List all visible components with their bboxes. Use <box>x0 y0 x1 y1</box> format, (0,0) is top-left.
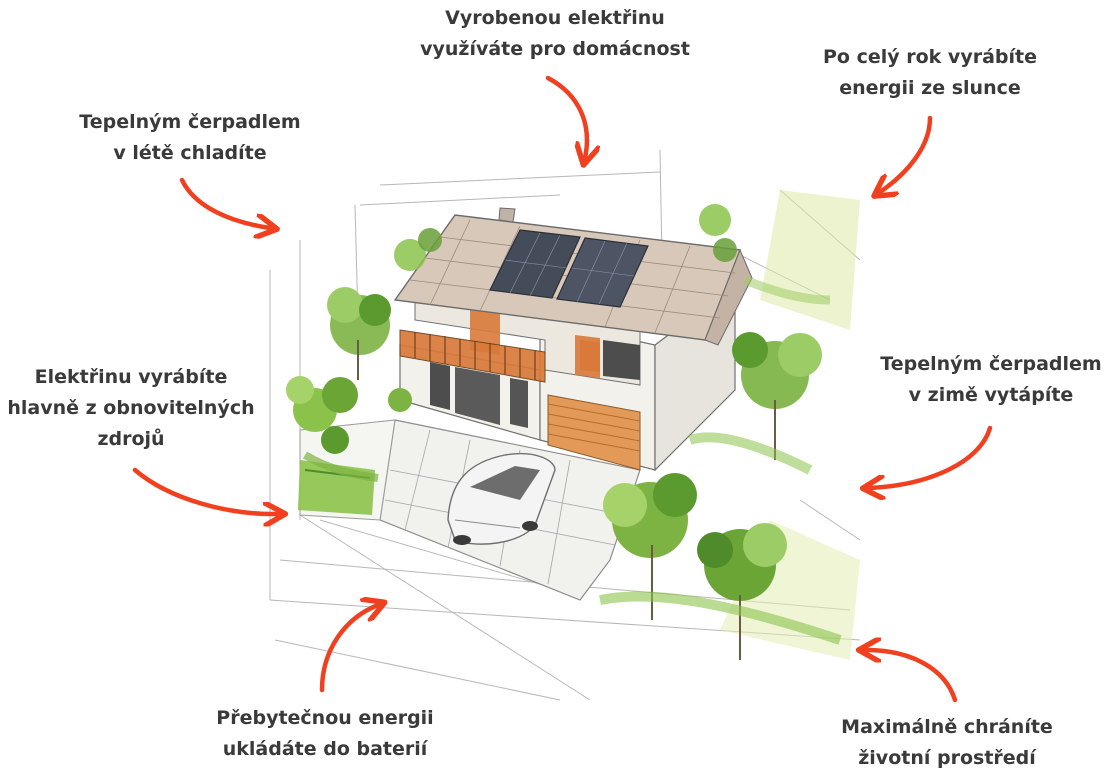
greenery <box>286 204 842 660</box>
label-line: využíváte pro domácnost <box>420 38 690 60</box>
label-line: Přebytečnou energii <box>216 707 434 729</box>
curved-arrow-icon <box>870 425 993 488</box>
label-summer-cooling: Tepelným čerpadlem v létě chladíte <box>55 107 325 169</box>
curved-arrow-icon <box>132 467 278 514</box>
label-line: Tepelným čerpadlem <box>79 111 301 133</box>
label-line: Vyrobenou elektřinu <box>445 7 665 29</box>
label-line: Elektřinu vyrábíte <box>34 366 228 388</box>
label-line: zdrojů <box>97 428 165 450</box>
arrows <box>132 75 993 703</box>
label-line: energii ze slunce <box>839 77 1021 99</box>
label-line: hlavně z obnovitelných <box>7 397 255 419</box>
label-line: v létě chladíte <box>113 142 267 164</box>
label-battery-storage: Přebytečnou energii ukládáte do baterií <box>195 703 455 765</box>
house-illustration <box>393 207 753 472</box>
curved-arrow-icon <box>545 75 587 158</box>
label-household-use: Vyrobenou elektřinu využíváte pro domácn… <box>375 3 735 65</box>
label-line: ukládáte do baterií <box>222 738 428 760</box>
label-line: Maximálně chráníte <box>841 716 1053 738</box>
label-line: Tepelným čerpadlem <box>880 353 1102 375</box>
label-line: v zimě vytápíte <box>908 384 1074 406</box>
curved-arrow-icon <box>880 115 933 192</box>
label-winter-heating: Tepelným čerpadlem v zimě vytápíte <box>866 349 1116 411</box>
curved-arrow-icon <box>866 650 958 703</box>
label-line: životní prostředí <box>858 747 1036 769</box>
label-solar-all-year: Po celý rok vyrábíte energii ze slunce <box>800 42 1060 104</box>
solar-panel-icon <box>489 229 649 308</box>
label-renewable-sources: Elektřinu vyrábíte hlavně z obnovitelnýc… <box>0 362 262 455</box>
curved-arrow-icon <box>179 177 270 228</box>
label-environment: Maximálně chráníte životní prostředí <box>822 712 1072 774</box>
car-illustration <box>447 453 556 545</box>
curved-arrow-icon <box>319 605 378 693</box>
label-line: Po celý rok vyrábíte <box>823 46 1037 68</box>
